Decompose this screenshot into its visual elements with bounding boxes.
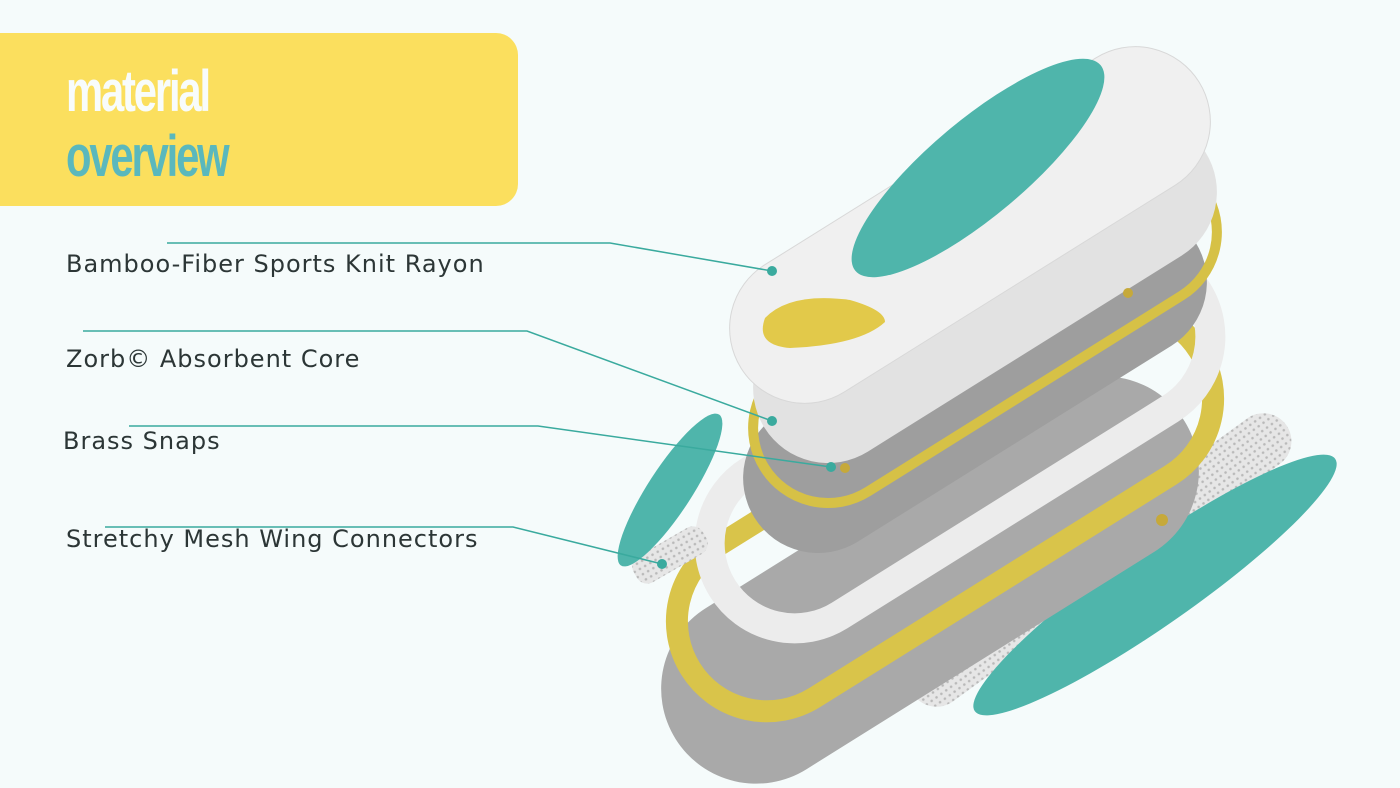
mesh-strip-left — [632, 526, 708, 584]
leader-dot — [657, 559, 667, 569]
leader-line-snaps — [129, 425, 832, 468]
leader-line-rayon — [167, 242, 773, 272]
label-rayon: Bamboo-Fiber Sports Knit Rayon — [66, 250, 485, 278]
label-mesh-wing-connectors: Stretchy Mesh Wing Connectors — [66, 525, 479, 553]
wing-right — [973, 454, 1337, 716]
brass-snap — [840, 463, 850, 473]
brass-snap — [1123, 288, 1133, 298]
leader-line-mesh — [105, 526, 663, 565]
layer-top-insole — [729, 46, 1211, 404]
wing-left — [617, 413, 723, 567]
brass-snap — [1156, 514, 1168, 526]
leader-dot — [826, 462, 836, 472]
leader-line-core — [83, 330, 773, 422]
title-overview: overview — [66, 124, 230, 189]
label-brass-snaps: Brass Snaps — [63, 427, 221, 455]
title-material: material — [66, 59, 211, 124]
title-banner — [0, 33, 518, 206]
leader-dot — [767, 266, 777, 276]
label-absorbent-core: Zorb© Absorbent Core — [66, 345, 361, 373]
leader-dot — [767, 416, 777, 426]
